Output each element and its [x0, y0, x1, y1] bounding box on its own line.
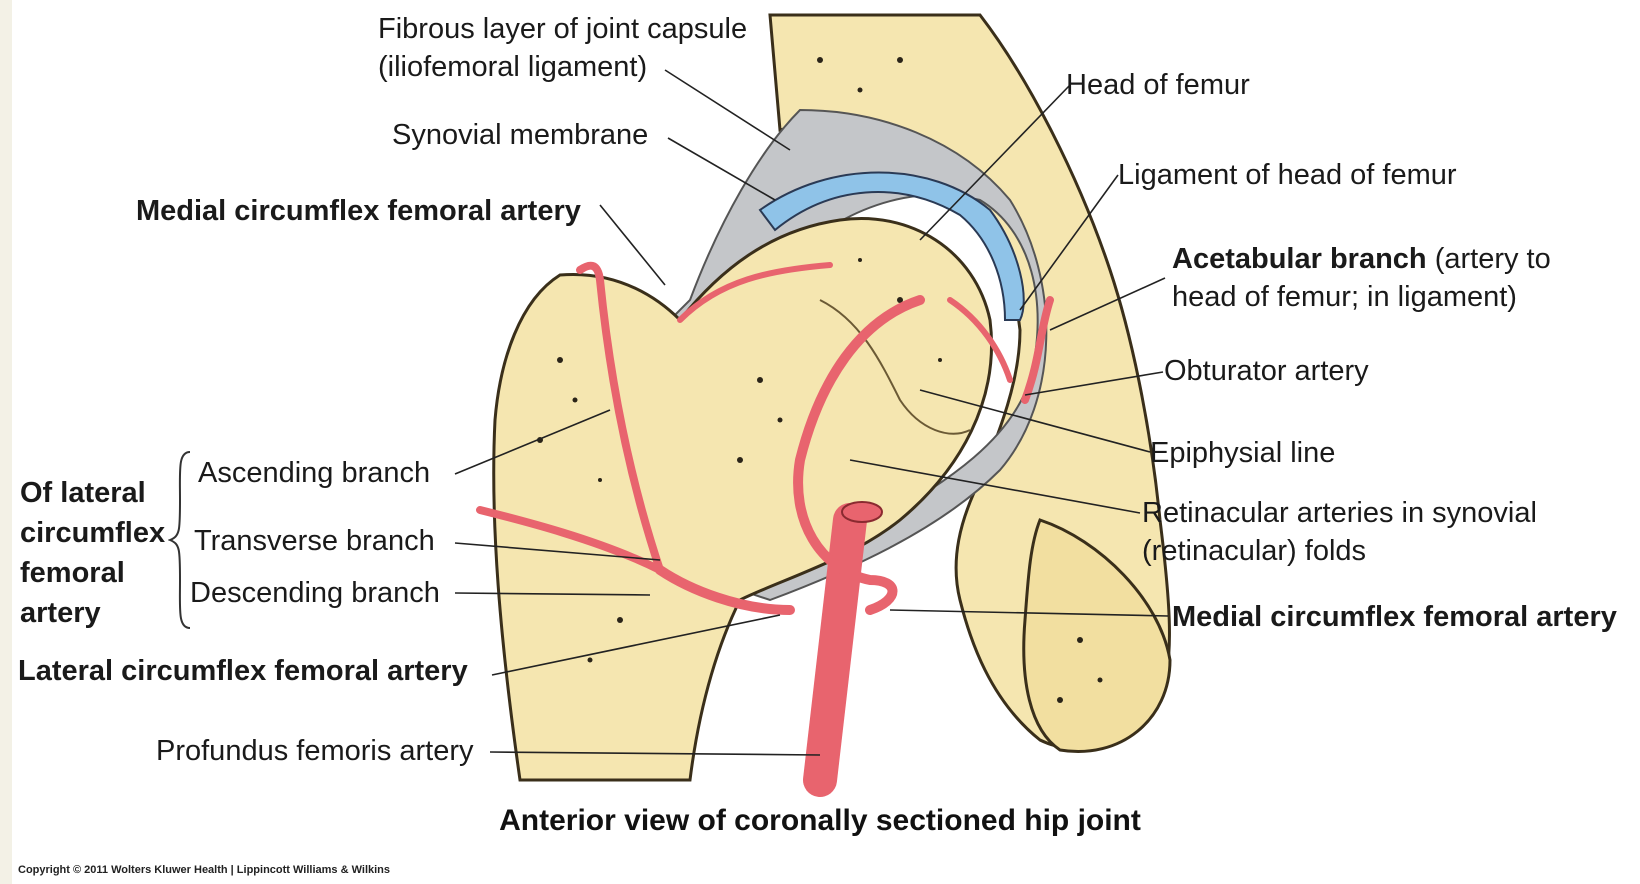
- label-fibrous-layer: Fibrous layer of joint capsule: [378, 10, 747, 48]
- label-of-lateral-line4: artery: [20, 594, 101, 632]
- label-acetabular-branch-rest: (artery to: [1435, 243, 1551, 275]
- label-profundus: Profundus femoris artery: [156, 732, 474, 770]
- label-fibrous-layer-line2: (iliofemoral ligament): [378, 51, 647, 83]
- label-of-lateral-line2: circumflex: [20, 514, 165, 552]
- label-iliofemoral: (iliofemoral ligament): [378, 48, 647, 86]
- label-of-lateral-line3: femoral: [20, 554, 125, 592]
- label-retinacular-line1: Retinacular arteries in synovial: [1142, 494, 1537, 532]
- label-ascending-branch: Ascending branch: [198, 454, 430, 492]
- label-ligament-of-head: Ligament of head of femur: [1118, 156, 1457, 194]
- label-acetabular-branch-line2: head of femur; in ligament): [1172, 278, 1517, 316]
- label-fibrous-layer-line1: Fibrous layer of joint capsule: [378, 13, 747, 45]
- label-lateral-circumflex: Lateral circumflex femoral artery: [18, 652, 468, 690]
- copyright-notice: Copyright © 2011 Wolters Kluwer Health |…: [18, 864, 390, 876]
- label-acetabular-branch: Acetabular branch (artery to: [1172, 240, 1551, 278]
- label-head-of-femur: Head of femur: [1066, 66, 1250, 104]
- label-obturator-artery: Obturator artery: [1164, 352, 1369, 390]
- label-acetabular-branch-bold: Acetabular branch: [1172, 243, 1427, 275]
- profunda-femoris-opening: [842, 502, 882, 522]
- label-descending-branch: Descending branch: [190, 574, 440, 612]
- label-epiphysial-line: Epiphysial line: [1150, 434, 1335, 472]
- figure-caption: Anterior view of coronally sectioned hip…: [0, 804, 1640, 838]
- label-medial-circumflex-top: Medial circumflex femoral artery: [136, 192, 581, 230]
- label-of-lateral-line1: Of lateral: [20, 474, 146, 512]
- label-retinacular-line2: (retinacular) folds: [1142, 532, 1366, 570]
- label-medial-circumflex-right: Medial circumflex femoral artery: [1172, 598, 1617, 636]
- label-transverse-branch: Transverse branch: [194, 522, 435, 560]
- label-synovial-membrane: Synovial membrane: [392, 116, 648, 154]
